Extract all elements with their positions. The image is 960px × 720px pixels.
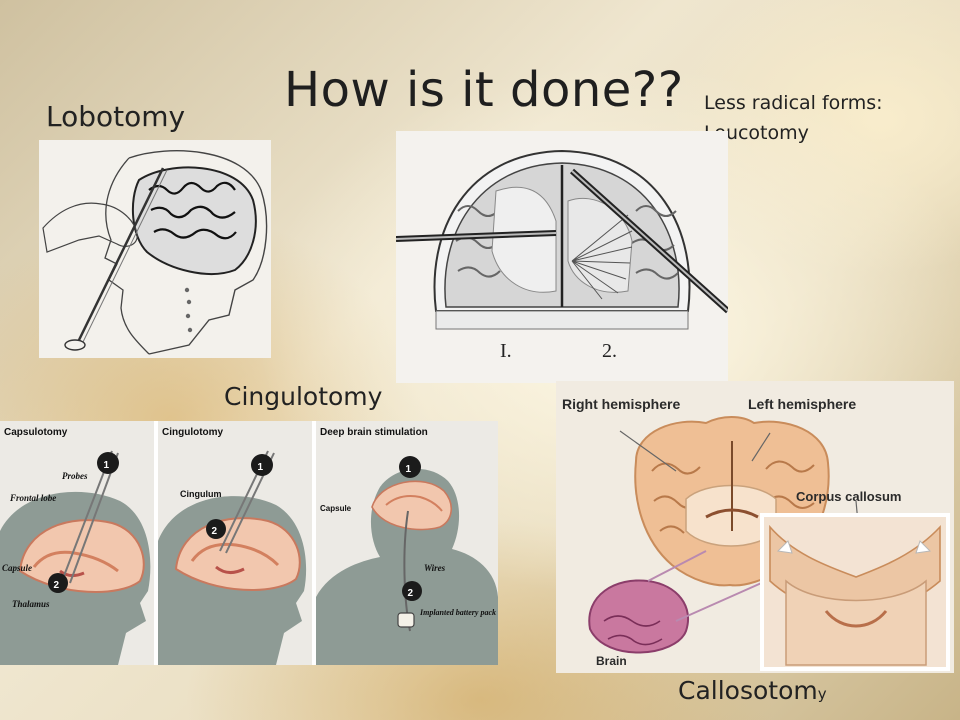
less-radical-line-2: Leucotomy: [704, 122, 809, 144]
lobotomy-sketch-graphic: [42, 150, 268, 355]
callosotomy-illustration: Right hemisphere Left hemisphere Corpus …: [556, 381, 954, 673]
callosotomy-label-tail: y: [817, 685, 827, 703]
callosotomy-label-brain: Brain: [596, 654, 627, 668]
slide-title: How is it done??: [284, 62, 684, 118]
capsulotomy-heading: Capsulotomy: [4, 427, 68, 438]
less-radical-forms-note: Less radical forms: Leucotomy: [704, 88, 883, 148]
cingulotomy-label: Cingulotomy: [224, 382, 383, 411]
dbs-label-wires: Wires: [424, 563, 446, 573]
capsulotomy-step-1: 1: [104, 460, 110, 471]
capsulotomy-label-frontal-lobe: Frontal lobe: [9, 493, 56, 503]
lobotomy-illustration: [39, 140, 271, 358]
dbs-label-battery: Implanted battery pack: [419, 608, 496, 617]
capsulotomy-label-thalamus: Thalamus: [12, 599, 50, 609]
dbs-heading: Deep brain stimulation: [320, 427, 428, 438]
callosotomy-graphic: Right hemisphere Left hemisphere Corpus …: [556, 381, 954, 673]
callosotomy-label-right-hemisphere: Right hemisphere: [562, 396, 680, 412]
cingulotomy-label-cingulum: Cingulum: [180, 489, 222, 499]
leucotomy-cross-section-graphic: I. 2.: [396, 149, 728, 362]
cingulotomy-step-1: 1: [258, 462, 264, 473]
dbs-step-1: 1: [406, 464, 412, 475]
leucotomy-marker-2: 2.: [602, 340, 617, 362]
leucotomy-illustration: I. 2.: [396, 131, 728, 383]
callosotomy-label-left-hemisphere: Left hemisphere: [748, 396, 856, 412]
callosotomy-label-main: Callosotom: [678, 676, 818, 705]
less-radical-line-1: Less radical forms:: [704, 92, 883, 114]
capsulotomy-label-probes: Probes: [62, 471, 88, 481]
capsulotomy-label-capsule: Capsule: [2, 563, 32, 573]
leucotomy-marker-1: I.: [500, 340, 512, 362]
procedures-graphic: 1 2 Capsulotomy Probes Frontal lobe Caps…: [0, 421, 498, 665]
callosotomy-label: Callosotomy: [678, 676, 827, 705]
cingulotomy-heading: Cingulotomy: [162, 427, 224, 438]
cingulotomy-step-2: 2: [212, 526, 218, 537]
psychosurgery-procedures-illustration: 1 2 Capsulotomy Probes Frontal lobe Caps…: [0, 421, 498, 665]
lobotomy-label: Lobotomy: [46, 100, 186, 133]
dbs-label-capsule: Capsule: [320, 504, 352, 513]
callosotomy-label-corpus-callosum: Corpus callosum: [796, 489, 901, 504]
dbs-step-2: 2: [408, 588, 414, 599]
capsulotomy-step-2: 2: [54, 580, 60, 591]
